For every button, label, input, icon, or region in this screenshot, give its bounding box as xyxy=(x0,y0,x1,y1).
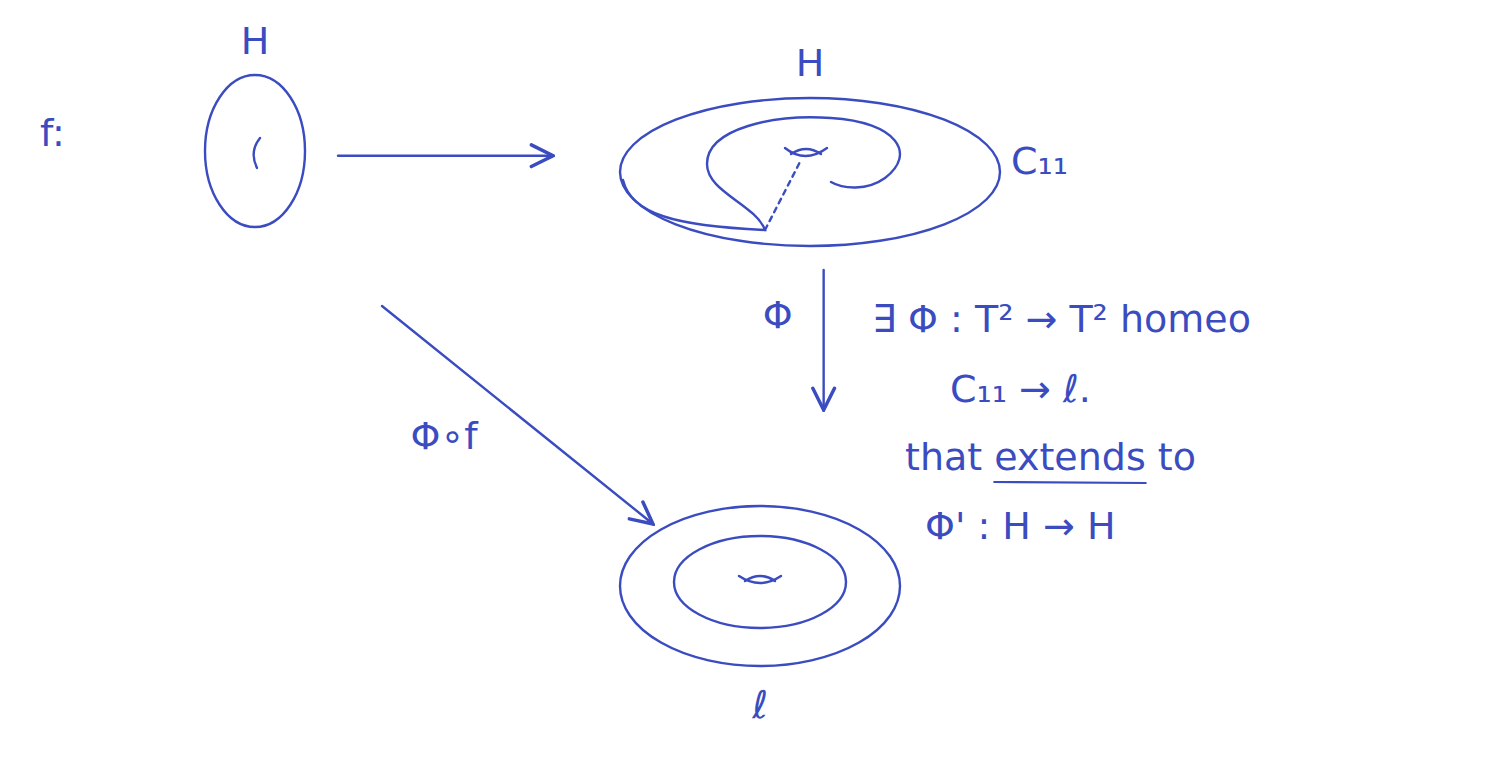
map-arrow xyxy=(338,155,553,157)
note-text: Φ' : H → H xyxy=(925,505,1115,549)
solid-torus: ℓ xyxy=(615,502,905,670)
note-text: C₁₁ → ℓ. xyxy=(950,368,1091,412)
shape-outline xyxy=(615,92,1005,250)
handlebody-ball: H xyxy=(200,72,310,230)
map-arrow xyxy=(382,306,653,524)
note-text: ∃ Φ : T² → T² homeo xyxy=(872,298,1251,342)
curve-label: ℓ xyxy=(752,684,768,728)
solid-torus: HC₁₁ xyxy=(615,92,1005,250)
shape-outline xyxy=(615,502,905,670)
map-arrow xyxy=(822,270,824,410)
map-name: f: xyxy=(40,112,65,156)
space-label: H xyxy=(241,20,270,64)
note-text: that extends to xyxy=(905,436,1196,480)
edge-label: Φ∘f xyxy=(408,415,481,459)
curve-label: C₁₁ xyxy=(1011,140,1068,184)
edge-label: Φ xyxy=(760,294,796,338)
underline xyxy=(994,482,1146,483)
space-label: H xyxy=(796,42,825,86)
shape-outline xyxy=(200,72,310,230)
